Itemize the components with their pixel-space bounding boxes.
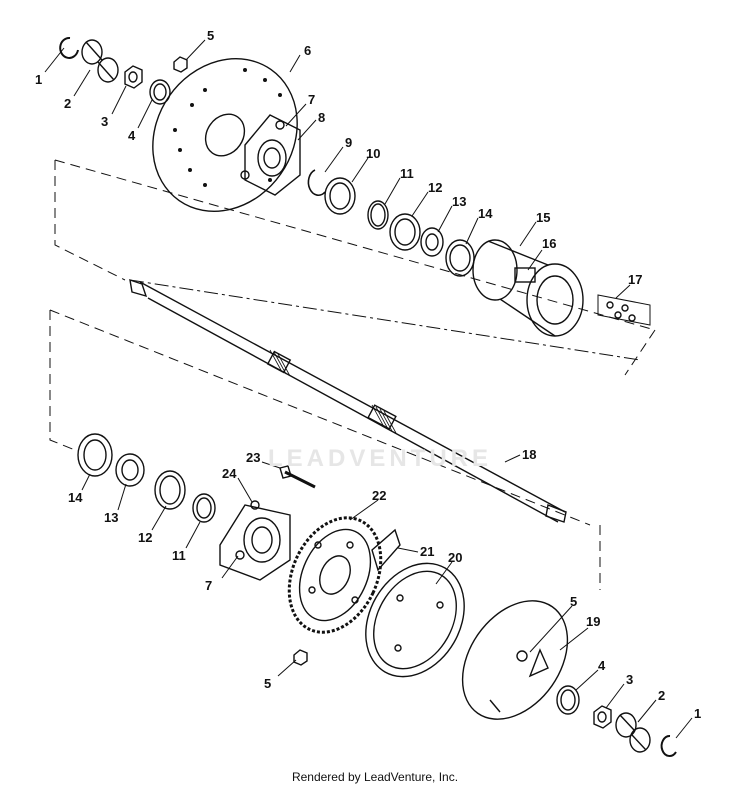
callout-6: 6 (304, 43, 311, 58)
callout-1-top: 1 (35, 72, 42, 87)
part-bearing-race-10 (324, 177, 356, 215)
leader-lines (44, 39, 693, 739)
part-race-14-bot (77, 433, 113, 477)
part-race-14-top (445, 239, 475, 277)
part-hub-top (240, 114, 301, 196)
part-bolt-23 (279, 465, 316, 489)
callout-23: 23 (246, 450, 260, 465)
callout-7-bot: 7 (205, 578, 212, 593)
callout-5-bot-right: 5 (570, 594, 577, 609)
callout-4-bot: 4 (598, 658, 606, 673)
part-bushing-bot (615, 712, 651, 753)
watermark: LEADVENTURE (267, 445, 492, 472)
callout-5-bot-left: 5 (264, 676, 271, 691)
part-snap-ring-bot (660, 734, 677, 757)
callout-24: 24 (222, 466, 237, 481)
callout-12-top: 12 (428, 180, 442, 195)
callout-11-bot: 11 (172, 548, 186, 563)
callout-labels: 1 2 3 4 5 6 7 8 9 10 11 12 13 14 15 16 1… (35, 28, 701, 721)
callout-2-bot: 2 (658, 688, 665, 703)
part-snap-ring-top (59, 36, 79, 59)
footer-credit: Rendered by LeadVenture, Inc. (291, 770, 459, 784)
part-small-nut-bot-left (293, 649, 308, 666)
part-bolt-set-17 (597, 294, 651, 326)
callout-14-bot: 14 (68, 490, 83, 505)
part-brake-disc (152, 58, 298, 212)
part-ring-11-bot (192, 493, 216, 523)
part-nut-bot (593, 705, 612, 729)
callout-11-top: 11 (400, 166, 414, 181)
part-washer-bot (556, 685, 580, 715)
part-nut-top (124, 65, 143, 89)
callout-20: 20 (448, 550, 462, 565)
part-chain-guard-21 (371, 528, 401, 572)
alignment-frame-upper-top (54, 159, 656, 331)
callout-8: 8 (318, 110, 325, 125)
callout-7-top: 7 (308, 92, 315, 107)
callout-16: 16 (542, 236, 556, 251)
callout-3-top: 3 (101, 114, 108, 129)
callout-1-bot: 1 (694, 706, 701, 721)
part-snap-ring-9 (307, 169, 326, 196)
alignment-frame-lower-top (49, 309, 591, 526)
part-race-12-bot (154, 470, 186, 510)
callout-13-top: 13 (452, 194, 466, 209)
part-sprocket-22 (287, 516, 383, 634)
callout-22: 22 (372, 488, 386, 503)
callout-14-top: 14 (478, 206, 493, 221)
part-brake-disc-19 (461, 600, 569, 720)
callout-2-top: 2 (64, 96, 71, 111)
callout-21: 21 (420, 544, 434, 559)
callout-17: 17 (628, 272, 642, 287)
part-tapered-bearing-13-top (420, 227, 444, 257)
axis-centerline-upper (129, 279, 641, 361)
callout-5-top: 5 (207, 28, 214, 43)
part-small-nut-top (173, 56, 188, 73)
alignment-frame-upper (54, 160, 126, 281)
callout-13-bot: 13 (104, 510, 118, 525)
callout-18: 18 (522, 447, 536, 462)
alignment-frame-lower (49, 310, 76, 451)
part-ring-11-top (367, 200, 389, 230)
part-tapered-bearing-13-bot (115, 453, 145, 487)
callout-4-top: 4 (128, 128, 136, 143)
callout-15: 15 (536, 210, 550, 225)
part-race-12-top (389, 213, 421, 251)
callout-19: 19 (586, 614, 600, 629)
part-washer-top (149, 79, 171, 105)
callout-12-bot: 12 (138, 530, 152, 545)
part-bushing-top (81, 39, 119, 83)
part-caliper-ring-20 (365, 562, 465, 678)
callout-3-bot: 3 (626, 672, 633, 687)
part-bearing-housing (472, 239, 584, 337)
part-sprocket-hub (219, 500, 291, 581)
part-rear-axle (129, 278, 567, 523)
callout-9: 9 (345, 135, 352, 150)
alignment-frame-upper-right (624, 329, 656, 376)
callout-10: 10 (366, 146, 380, 161)
